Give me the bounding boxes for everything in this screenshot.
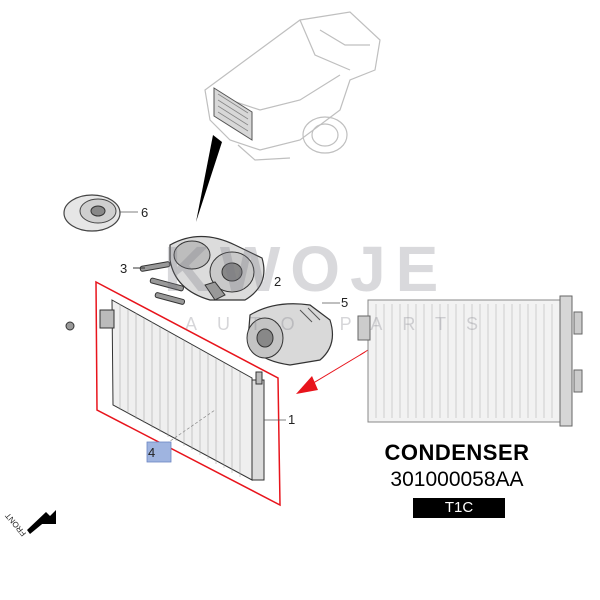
vehicle-outline: [204, 11, 381, 161]
clutch-pulley-part: [63, 194, 138, 232]
watermark-logo: KWOJE: [163, 233, 449, 305]
product-title: CONDENSER: [384, 440, 530, 465]
condenser-main-drawing: [95, 280, 286, 507]
compressor-part: [246, 302, 340, 366]
front-arrow-icon: [27, 510, 56, 534]
callout-1: 1: [288, 412, 296, 427]
screw-part: [65, 321, 75, 331]
red-arrow: [296, 349, 369, 394]
callout-5: 5: [341, 295, 349, 310]
compressor-assembly: [169, 236, 265, 301]
mounting-bolts: [133, 261, 186, 305]
pointer-wedge: [196, 135, 222, 222]
part-4-marker: [146, 441, 172, 463]
callout-4: 4: [148, 445, 156, 460]
callout-6: 6: [141, 205, 149, 220]
model-badge: T1C: [413, 498, 505, 518]
condenser-in-vehicle: [213, 87, 253, 141]
condenser-product-photo: [357, 295, 583, 427]
part-number: 301000058AA: [390, 468, 524, 491]
callout-3: 3: [120, 261, 128, 276]
callout-2: 2: [274, 274, 282, 289]
watermark-subtitle: AUTO PARTS: [185, 314, 499, 334]
